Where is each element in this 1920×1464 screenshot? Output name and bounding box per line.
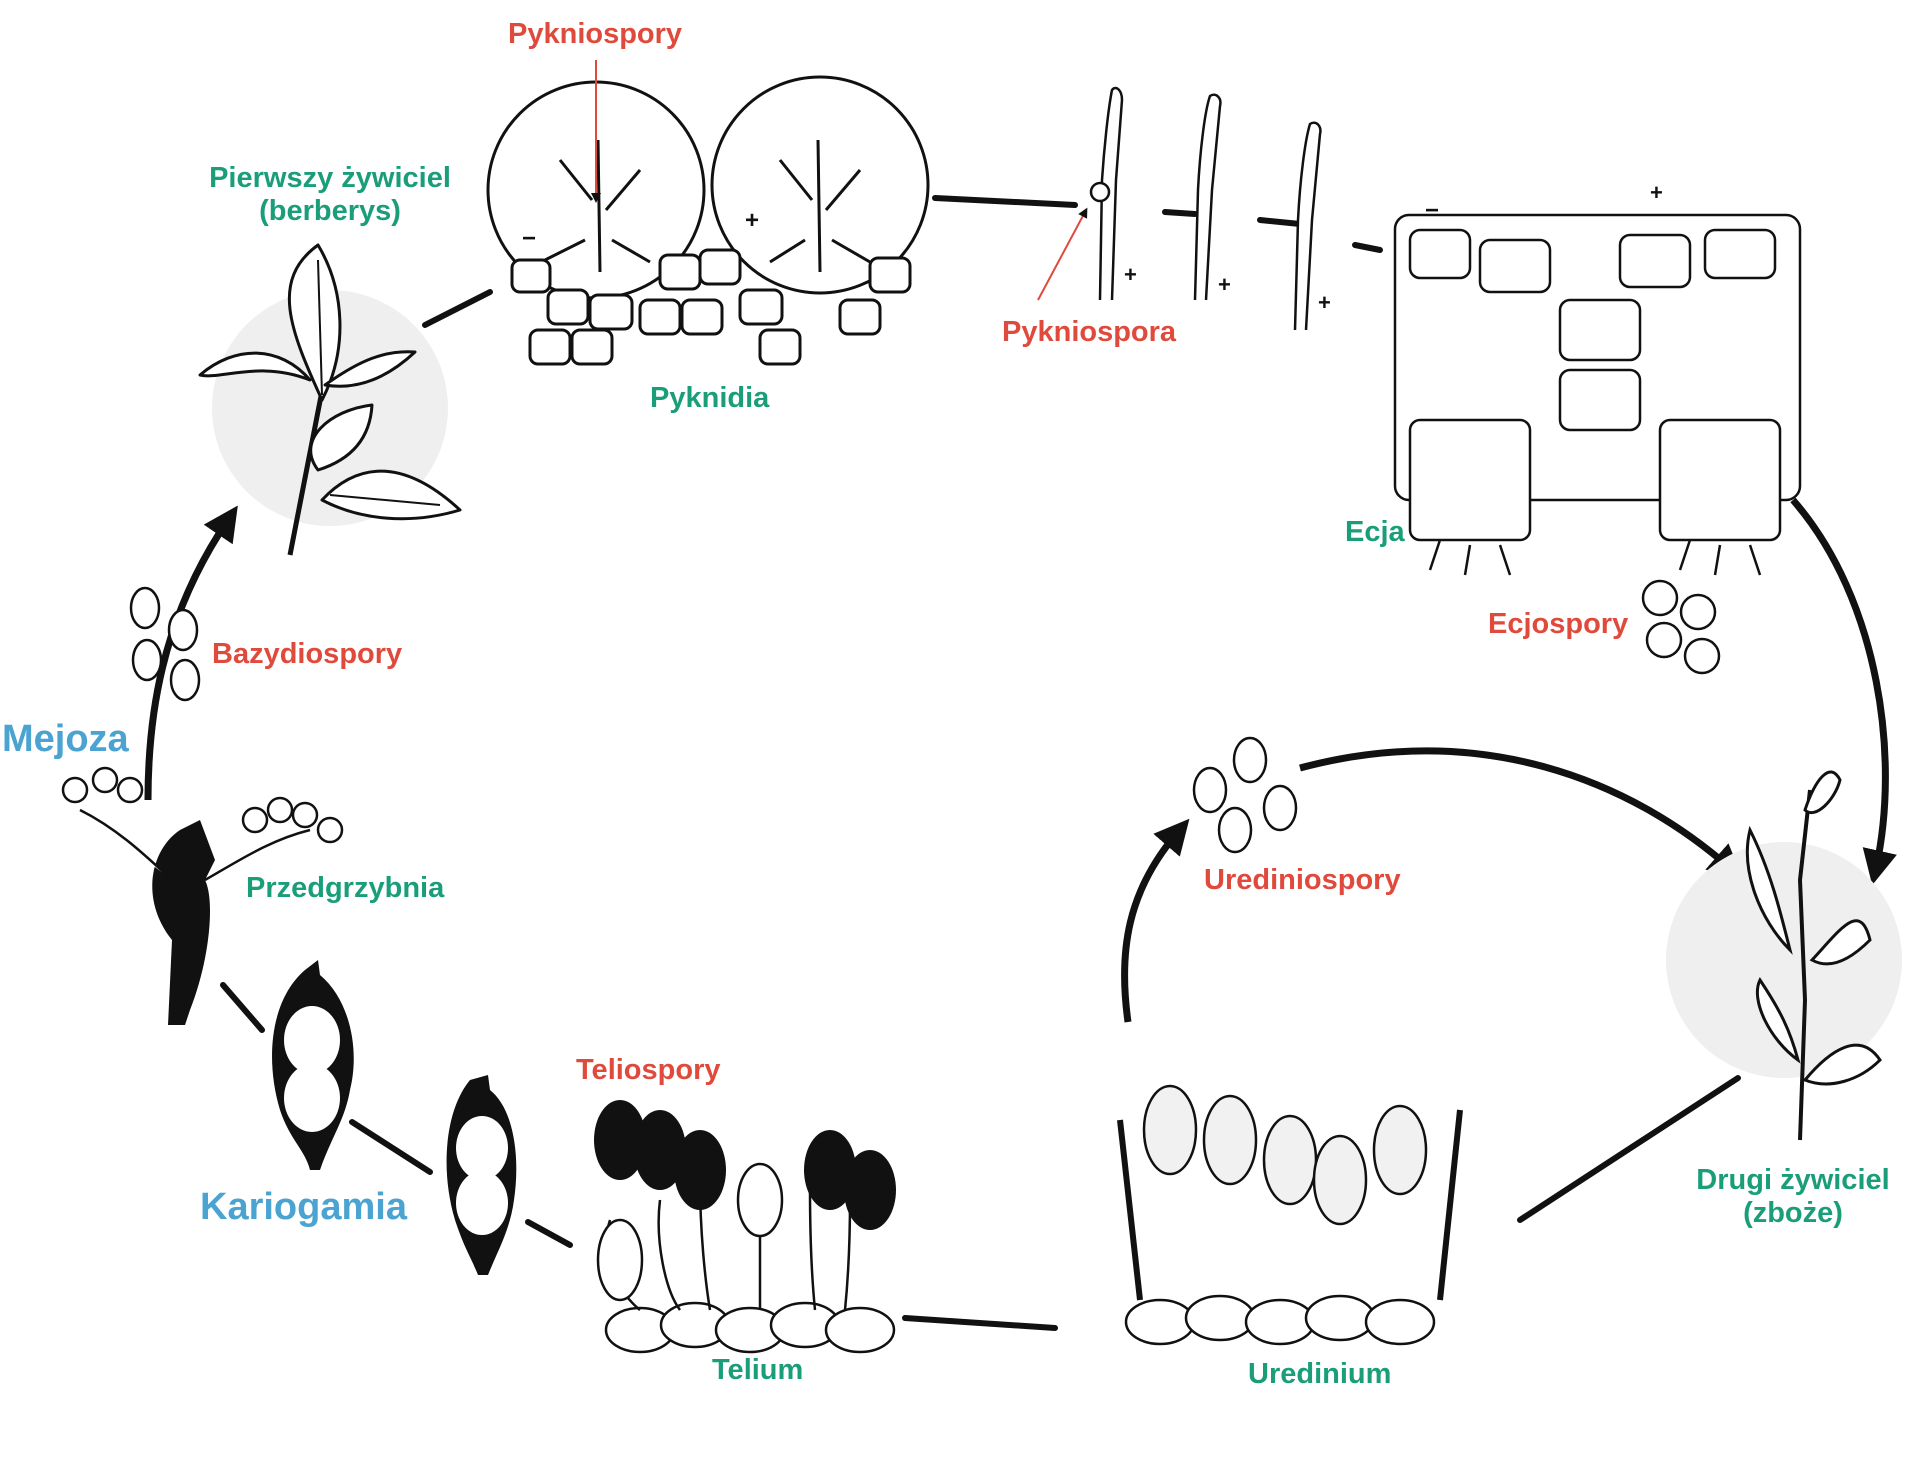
cycle-arrows xyxy=(144,497,1897,1023)
label-kariogamia: Kariogamia xyxy=(200,1186,407,1228)
label-przedgrzybnia: Przedgrzybnia xyxy=(246,872,445,904)
przedgrzybnia-icon xyxy=(61,766,344,1025)
cycle-connectors xyxy=(220,195,1741,1331)
connector-dash-1 xyxy=(1162,209,1198,217)
telium-icon xyxy=(594,1100,896,1354)
label-ecjospory: Ecjospory xyxy=(1488,608,1629,640)
svg-text:−: − xyxy=(522,225,536,252)
kariogamia-spore-icon xyxy=(272,960,517,1275)
label-telium: Telium xyxy=(712,1354,804,1386)
bazydiospory-icon xyxy=(129,586,201,702)
connector-berberys-pyknidia xyxy=(422,289,493,328)
pykniospora-hyphae-icon: + + + xyxy=(1037,86,1331,331)
urediniospory-icon xyxy=(1192,736,1298,854)
svg-text:+: + xyxy=(1650,180,1663,205)
label-ecja: Ecja xyxy=(1345,516,1405,548)
label-pykniospory: Pykniospory xyxy=(508,18,683,50)
connector-pyknidia-pykniospora xyxy=(932,195,1078,208)
connector-kariogamia-1 xyxy=(349,1119,433,1175)
svg-text:+: + xyxy=(1318,290,1331,315)
label-uredinium: Uredinium xyxy=(1248,1358,1392,1390)
label-pierwszy-zywiciel: Pierwszy żywiciel (berberys) xyxy=(180,162,480,229)
svg-text:+: + xyxy=(1124,262,1137,287)
ecjospory-icon xyxy=(1641,579,1721,675)
label-drugi-zywiciel-line1: Drugi żywiciel xyxy=(1696,1164,1890,1196)
connector-kariogamia-2 xyxy=(525,1219,573,1248)
aecia-icon: − + xyxy=(1393,180,1802,576)
label-mejoza: Mejoza xyxy=(2,718,129,760)
label-pykniospora: Pykniospora xyxy=(1002,316,1177,348)
barberry-leaf-icon xyxy=(198,243,462,556)
label-pyknidia: Pyknidia xyxy=(650,382,770,414)
label-pierwszy-zywiciel-line1: Pierwszy żywiciel xyxy=(209,162,451,194)
connector-zboze-uredinium xyxy=(1517,1075,1741,1223)
label-drugi-zywiciel: Drugi żywiciel (zboże) xyxy=(1680,1164,1906,1231)
label-drugi-zywiciel-line2: (zboże) xyxy=(1743,1197,1843,1230)
svg-text:+: + xyxy=(1218,272,1231,297)
pycnidia-icon: − + xyxy=(486,60,930,366)
connector-dash-3 xyxy=(1352,242,1383,253)
uredinium-icon xyxy=(1117,1084,1463,1346)
wheat-plant-icon xyxy=(1666,770,1902,1141)
arrow-urediniospory-to-zboze xyxy=(1299,747,1744,880)
arrow-uredinium-to-urediniospory xyxy=(1121,818,1190,1023)
connector-telium-uredinium xyxy=(902,1315,1058,1331)
label-urediniospory: Urediniospory xyxy=(1204,864,1401,896)
label-pierwszy-zywiciel-line2: (berberys) xyxy=(259,195,401,228)
svg-text:−: − xyxy=(1425,197,1439,224)
connector-przedgrzybnia-kariogamia xyxy=(220,982,265,1033)
arrow-to-berberys xyxy=(144,505,238,801)
arrow-ecja-to-zboze xyxy=(1790,497,1897,886)
svg-text:+: + xyxy=(745,207,759,234)
label-bazydiospory: Bazydiospory xyxy=(212,638,403,670)
label-teliospory: Teliospory xyxy=(576,1054,721,1086)
connector-dash-2 xyxy=(1257,217,1303,227)
